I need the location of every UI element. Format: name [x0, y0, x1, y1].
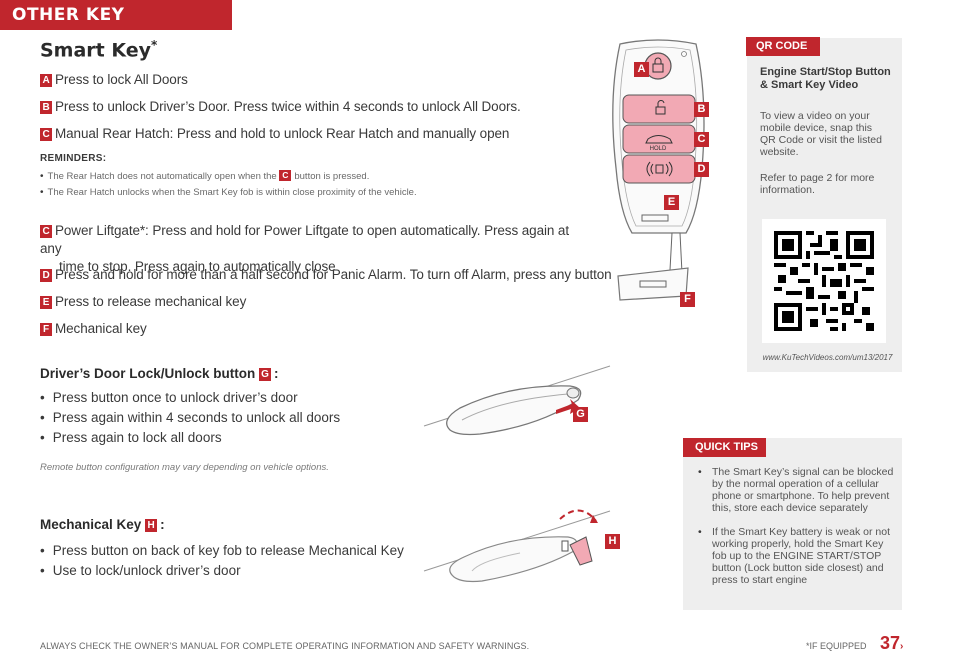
qr-refer-text: Refer to page 2 for more information.	[760, 172, 875, 196]
page-number: 37›	[880, 633, 904, 653]
mechanical-key-illustration	[423, 509, 611, 583]
mech-key-heading: Mechanical Key H:	[40, 517, 165, 532]
mech-key-bullet: Press button on back of key fob to relea…	[40, 543, 404, 558]
door-lock-bullet: Press again to lock all doors	[40, 430, 222, 445]
qr-code-icon[interactable]	[774, 231, 874, 331]
door-handle-illustration	[423, 365, 611, 436]
if-equipped-note: *IF EQUIPPED	[806, 641, 867, 651]
release-button	[641, 214, 669, 222]
unlock-button	[622, 94, 696, 124]
quick-tips-tab: QUICK TIPS	[683, 438, 766, 457]
section-header-tab: OTHER KEY FEATURES	[0, 0, 232, 55]
page-title: Smart Key*	[40, 38, 158, 62]
reminders-heading: REMINDERS:	[40, 153, 107, 164]
callout-f: F	[680, 292, 695, 307]
door-lock-heading: Driver’s Door Lock/Unlock button G:	[40, 366, 279, 381]
footer-warning: ALWAYS CHECK THE OWNER’S MANUAL FOR COMP…	[40, 641, 530, 651]
qr-title: Engine Start/Stop Button & Smart Key Vid…	[760, 66, 891, 91]
callout-d: D	[694, 162, 709, 177]
quick-tip: •The Smart Key’s signal can be blocked b…	[698, 466, 894, 514]
quick-tip: •If the Smart Key battery is weak or not…	[698, 526, 890, 586]
hold-label: HOLD	[650, 146, 667, 152]
qr-code-tab: QR CODE	[746, 37, 820, 56]
qr-code-box	[762, 219, 886, 343]
quick-tips-panel	[683, 438, 902, 610]
remote-config-note: Remote button configuration may vary dep…	[40, 462, 329, 473]
callout-c: C	[694, 132, 709, 147]
mech-key-bullet: Use to lock/unlock driver’s door	[40, 563, 241, 578]
reminder-2: •The Rear Hatch unlocks when the Smart K…	[40, 187, 417, 198]
qr-url[interactable]: www.KuTechVideos.com/um13/2017	[762, 353, 893, 362]
panic-button	[622, 154, 696, 184]
qr-instructions: To view a video on your mobile device, s…	[760, 110, 882, 158]
callout-e: E	[664, 195, 679, 210]
callout-b: B	[694, 102, 709, 117]
callout-g: G	[573, 407, 588, 422]
reminder-1: •The Rear Hatch does not automatically o…	[40, 170, 370, 182]
page-arrow-icon: ›	[900, 641, 904, 652]
door-lock-bullet: Press button once to unlock driver’s doo…	[40, 390, 298, 405]
callout-h: H	[605, 534, 620, 549]
callout-a: A	[634, 62, 649, 77]
door-lock-bullet: Press again within 4 seconds to unlock a…	[40, 410, 340, 425]
